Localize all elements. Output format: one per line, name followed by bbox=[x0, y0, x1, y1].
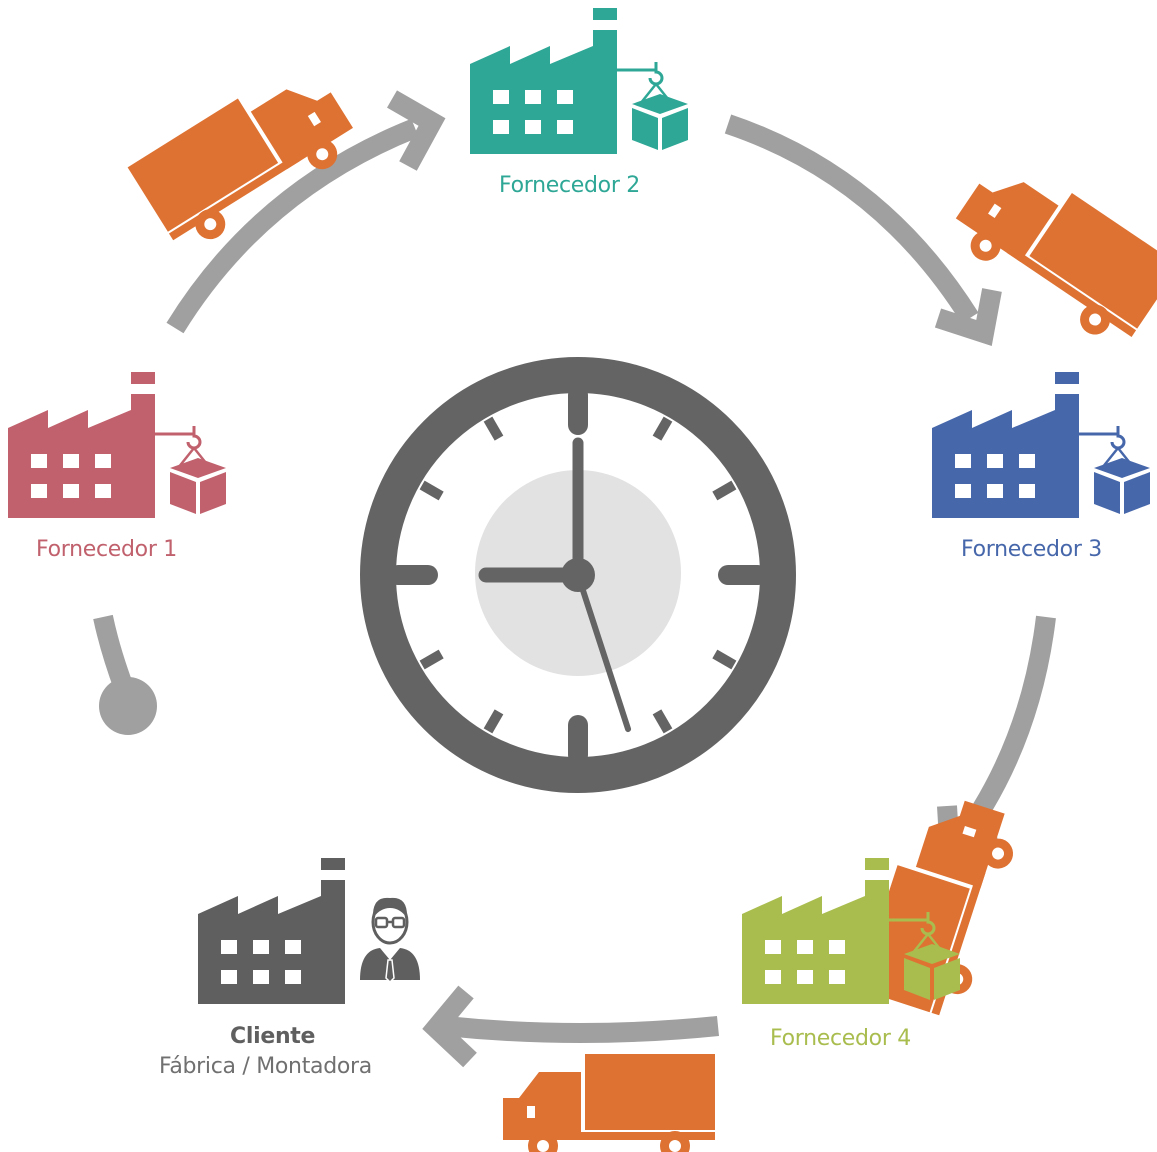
arrow-fornecedor-4-to-cliente bbox=[443, 1016, 720, 1043]
clock-tick bbox=[712, 480, 737, 501]
box-icon bbox=[153, 424, 228, 516]
clock-center bbox=[561, 558, 595, 592]
factory-icon bbox=[8, 372, 155, 518]
arrow-head-fornecedor-3 bbox=[934, 288, 1002, 347]
clock-tick bbox=[419, 649, 444, 670]
factory-fornecedor-2 bbox=[470, 8, 690, 154]
arrow-head-cliente bbox=[422, 985, 477, 1068]
start-dot bbox=[99, 677, 157, 735]
factory-icon bbox=[742, 858, 889, 1004]
arrow-fornecedor-2-to-fornecedor-3 bbox=[724, 114, 979, 324]
clock-tick bbox=[652, 709, 673, 734]
clock-tick bbox=[483, 709, 504, 734]
truck-icon bbox=[503, 1054, 715, 1152]
arrow-cliente-to-fornecedor-1 bbox=[93, 614, 134, 692]
person-icon bbox=[360, 897, 420, 984]
label-fornecedor-2: Fornecedor 2 bbox=[499, 173, 640, 198]
clock-tick bbox=[419, 480, 444, 501]
label-fornecedor-4: Fornecedor 4 bbox=[770, 1026, 911, 1051]
clock-tick bbox=[483, 416, 504, 441]
factory-icon bbox=[470, 8, 617, 154]
clock-icon bbox=[360, 357, 796, 793]
label-fornecedor-1: Fornecedor 1 bbox=[36, 537, 177, 562]
factory-cliente bbox=[198, 858, 345, 1004]
label-cliente-title: Cliente bbox=[230, 1024, 316, 1049]
clock-tick bbox=[652, 416, 673, 441]
clock-tick bbox=[712, 649, 737, 670]
clock-second-hand bbox=[575, 572, 632, 733]
arrow-head-fornecedor-2 bbox=[387, 90, 446, 171]
box-icon bbox=[615, 60, 690, 152]
clock-ticks bbox=[388, 385, 768, 765]
box-icon bbox=[1077, 424, 1152, 516]
label-fornecedor-3: Fornecedor 3 bbox=[961, 537, 1102, 562]
factory-fornecedor-1 bbox=[8, 372, 228, 518]
factory-icon bbox=[198, 858, 345, 1004]
arrow-fornecedor-1-to-fornecedor-2 bbox=[166, 118, 419, 334]
factory-icon bbox=[932, 372, 1079, 518]
label-cliente-subtitle: Fábrica / Montadora bbox=[159, 1054, 372, 1079]
factory-fornecedor-3 bbox=[932, 372, 1152, 518]
clock-rim bbox=[360, 357, 796, 793]
